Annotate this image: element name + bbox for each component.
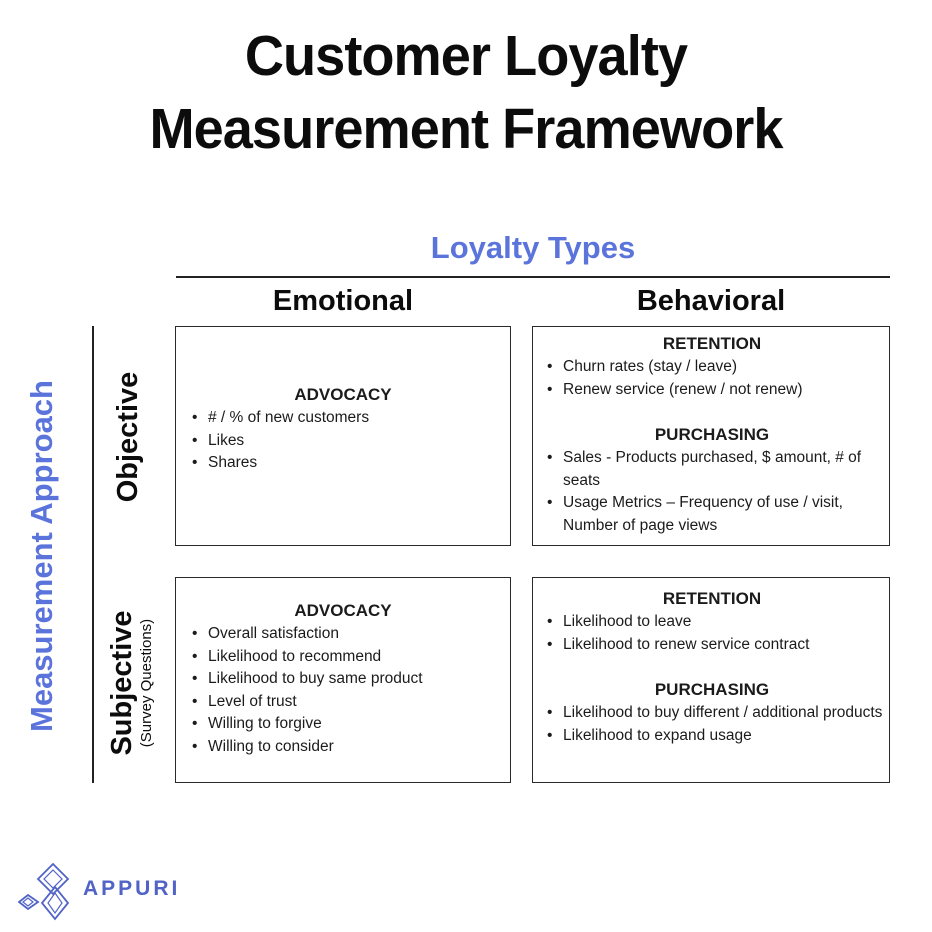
bullet-list: # / % of new customers Likes Shares — [184, 407, 502, 475]
list-item: Shares — [184, 452, 502, 475]
quadrant-subjective-emotional: ADVOCACY Overall satisfaction Likelihood… — [175, 577, 511, 783]
rows-axis-title: Measurement Approach — [24, 380, 59, 732]
list-item: # / % of new customers — [184, 407, 502, 430]
bullet-list: Overall satisfaction Likelihood to recom… — [184, 623, 502, 758]
section-advocacy: ADVOCACY # / % of new customers Likes Sh… — [184, 385, 502, 475]
column-header-emotional: Emotional — [272, 285, 414, 317]
section-heading: RETENTION — [662, 334, 762, 353]
row-header-subjective-label: Subjective — [106, 610, 138, 756]
columns-axis-title: Loyalty Types — [430, 230, 636, 265]
row-header-subjective: Subjective (Survey Questions) — [106, 610, 156, 755]
list-item: Likes — [184, 430, 502, 453]
section-purchasing: PURCHASING Likelihood to buy different /… — [539, 680, 885, 747]
list-item: Sales - Products purchased, $ amount, # … — [539, 447, 885, 492]
list-item: Willing to consider — [184, 736, 502, 759]
list-item: Likelihood to buy different / additional… — [539, 702, 885, 725]
column-header-behavioral: Behavioral — [636, 285, 786, 317]
list-item: Likelihood to renew service contract — [539, 634, 885, 657]
row-header-objective: Objective — [112, 372, 144, 503]
appuri-logo: APPURI — [17, 851, 181, 926]
row-header-objective-label: Objective — [112, 371, 144, 503]
list-item: Churn rates (stay / leave) — [539, 356, 885, 379]
section-heading: RETENTION — [662, 589, 762, 608]
columns-axis-line — [176, 276, 890, 278]
page-title-line-2: Measurement Framework — [149, 97, 783, 161]
list-item: Likelihood to recommend — [184, 646, 502, 669]
rows-axis-line — [92, 326, 94, 783]
section-heading: PURCHASING — [654, 425, 770, 444]
appuri-logo-text: APPURI — [83, 876, 181, 900]
section-heading: PURCHASING — [654, 680, 770, 699]
page-title-line-1: Customer Loyalty — [244, 24, 688, 88]
list-item: Likelihood to buy same product — [184, 668, 502, 691]
row-header-subjective-sublabel: (Survey Questions) — [138, 618, 155, 748]
list-item: Level of trust — [184, 691, 502, 714]
list-item: Likelihood to leave — [539, 611, 885, 634]
section-advocacy: ADVOCACY Overall satisfaction Likelihood… — [184, 601, 502, 758]
section-retention: RETENTION Likelihood to leave Likelihood… — [539, 589, 885, 656]
bullet-list: Sales - Products purchased, $ amount, # … — [539, 447, 885, 537]
list-item: Usage Metrics – Frequency of use / visit… — [539, 492, 885, 537]
list-item: Likelihood to expand usage — [539, 725, 885, 748]
list-item: Renew service (renew / not renew) — [539, 379, 885, 402]
list-item: Overall satisfaction — [184, 623, 502, 646]
section-purchasing: PURCHASING Sales - Products purchased, $… — [539, 425, 885, 537]
bullet-list: Likelihood to buy different / additional… — [539, 702, 885, 747]
quadrant-objective-emotional: ADVOCACY # / % of new customers Likes Sh… — [175, 326, 511, 546]
page-title: Customer Loyalty Measurement Framework — [23, 20, 908, 166]
section-heading: ADVOCACY — [294, 385, 392, 405]
bullet-list: Churn rates (stay / leave) Renew service… — [539, 356, 885, 401]
section-retention: RETENTION Churn rates (stay / leave) Ren… — [539, 334, 885, 401]
list-item: Willing to forgive — [184, 713, 502, 736]
section-heading: ADVOCACY — [294, 601, 392, 620]
quadrant-subjective-behavioral: RETENTION Likelihood to leave Likelihood… — [532, 577, 890, 783]
bullet-list: Likelihood to leave Likelihood to renew … — [539, 611, 885, 656]
quadrant-objective-behavioral: RETENTION Churn rates (stay / leave) Ren… — [532, 326, 890, 546]
appuri-logo-icon — [17, 851, 70, 926]
